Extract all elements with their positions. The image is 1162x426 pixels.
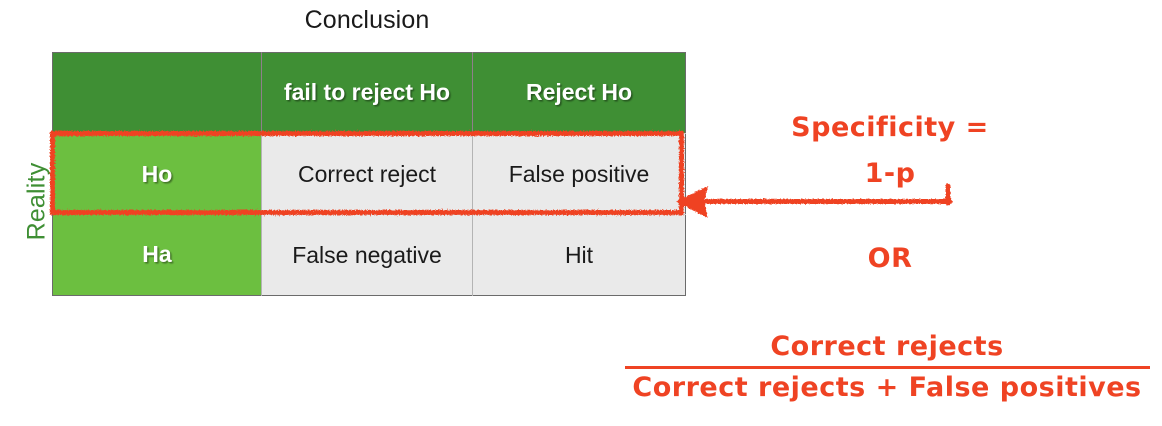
cell-correct-reject: Correct reject (261, 133, 473, 215)
cell-false-positive: False positive (472, 133, 686, 215)
fraction-bar-icon (624, 365, 1150, 369)
table-corner-cell (52, 52, 262, 134)
fraction-denominator: Correct rejects + False positives (632, 371, 1142, 403)
row-header-ho: Ho (52, 133, 262, 215)
annotation-specificity-title: Specificity = (791, 112, 989, 143)
annotation-fraction: Correct rejects Correct rejects + False … (612, 330, 1162, 405)
row-header-ha: Ha (52, 214, 262, 296)
annotation-specificity-formula: 1-p (864, 158, 916, 189)
table-row: Ha False negative Hit (52, 214, 686, 296)
row-axis-title: Reality (22, 162, 51, 241)
cell-false-negative: False negative (261, 214, 473, 296)
arrow-left-icon (676, 183, 953, 218)
column-header-reject-ho: Reject Ho (472, 52, 686, 134)
fraction-numerator: Correct rejects (770, 331, 1004, 362)
annotation-or-label: OR (867, 243, 913, 274)
column-header-fail-to-reject-ho: fail to reject Ho (261, 52, 473, 134)
table-row: Ho Correct reject False positive (52, 133, 686, 215)
confusion-matrix-table: fail to reject Ho Reject Ho Ho Correct r… (52, 52, 686, 296)
table-header-row: fail to reject Ho Reject Ho (52, 52, 686, 134)
cell-hit: Hit (472, 214, 686, 296)
column-axis-title: Conclusion (304, 6, 430, 34)
